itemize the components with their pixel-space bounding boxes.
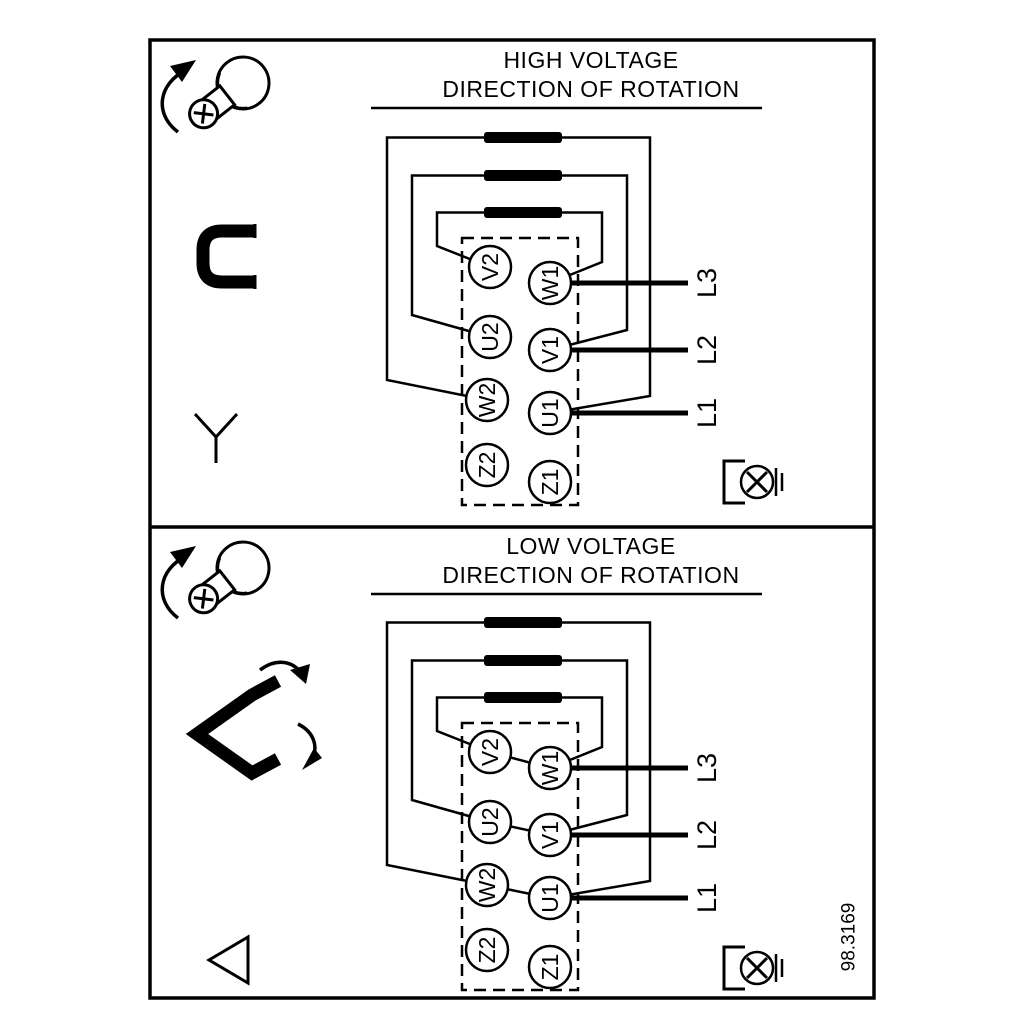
terminals: V2 U2 W2 Z2 W1 V1 (464, 244, 573, 505)
terminal-label: U1 (537, 883, 563, 912)
jumper-wires (385, 136, 652, 415)
terminal-label: W2 (474, 383, 500, 418)
supply-label-l2: L2 (692, 335, 722, 365)
terminal-label: W1 (537, 266, 563, 301)
supply-lines (550, 280, 688, 416)
terminal-box (460, 236, 580, 507)
terminal-label: W1 (537, 751, 563, 786)
terminal-w1: W1 (527, 260, 573, 306)
terminal-u1: U1 (527, 390, 573, 436)
jumper-bars (484, 132, 562, 218)
terminal-v2: V2 (467, 729, 513, 775)
panel-low-voltage: LOW VOLTAGE DIRECTION OF ROTATION (160, 533, 784, 992)
terminal-label: U2 (477, 807, 503, 836)
terminal-z1: Z1 (527, 459, 573, 505)
terminal-label: Z1 (537, 469, 563, 496)
panel-title-line2: DIRECTION OF ROTATION (442, 562, 739, 588)
terminal-u2: U2 (467, 799, 513, 845)
jumper-link-icon (196, 224, 257, 289)
panel-high-voltage: HIGH VOLTAGE DIRECTION OF ROTATION (160, 47, 784, 507)
terminal-u2: U2 (467, 314, 513, 360)
panel-title-line1: LOW VOLTAGE (506, 533, 676, 559)
supply-label-l1: L1 (692, 398, 722, 428)
terminal-label: V2 (477, 253, 503, 281)
delta-symbol-icon (206, 934, 250, 986)
terminal-screw-icon (722, 459, 784, 505)
terminal-z2: Z2 (464, 442, 510, 488)
terminal-label: Z1 (537, 954, 563, 981)
jumper-bars (484, 617, 562, 703)
terminal-w1: W1 (527, 745, 573, 791)
terminal-label: V1 (537, 336, 563, 364)
supply-label-l3: L3 (692, 753, 722, 783)
terminal-v1: V1 (527, 812, 573, 858)
terminal-label: W2 (474, 868, 500, 903)
terminal-w2: W2 (464, 377, 510, 423)
terminal-u1: U1 (527, 875, 573, 921)
star-symbol-icon (193, 412, 239, 463)
terminal-box (460, 721, 580, 992)
terminal-label: Z2 (474, 452, 500, 479)
terminals: V2 U2 W2 Z2 W1 V1 (464, 729, 573, 990)
terminal-w2: W2 (464, 862, 510, 908)
terminal-label: U2 (477, 322, 503, 351)
drawing-ref-number: 98.3169 (839, 903, 860, 972)
terminal-label: U1 (537, 398, 563, 427)
terminal-label: V1 (537, 821, 563, 849)
supply-label-l2: L2 (692, 820, 722, 850)
screw-rotation-icon (160, 540, 271, 620)
terminal-label: V2 (477, 738, 503, 766)
terminal-v2: V2 (467, 244, 513, 290)
terminal-z1: Z1 (527, 944, 573, 990)
terminal-z2: Z2 (464, 927, 510, 973)
delta-jumper-icon (185, 660, 322, 781)
screw-rotation-icon (160, 55, 271, 134)
diagram-border (148, 38, 876, 1000)
supply-label-l1: L1 (692, 883, 722, 913)
panel-title-line1: HIGH VOLTAGE (503, 47, 678, 73)
supply-lines (550, 765, 688, 901)
panel-title-line2: DIRECTION OF ROTATION (442, 76, 739, 102)
terminal-screw-icon (722, 945, 784, 991)
terminal-label: Z2 (474, 937, 500, 964)
terminal-v1: V1 (527, 327, 573, 373)
supply-label-l3: L3 (692, 268, 722, 298)
